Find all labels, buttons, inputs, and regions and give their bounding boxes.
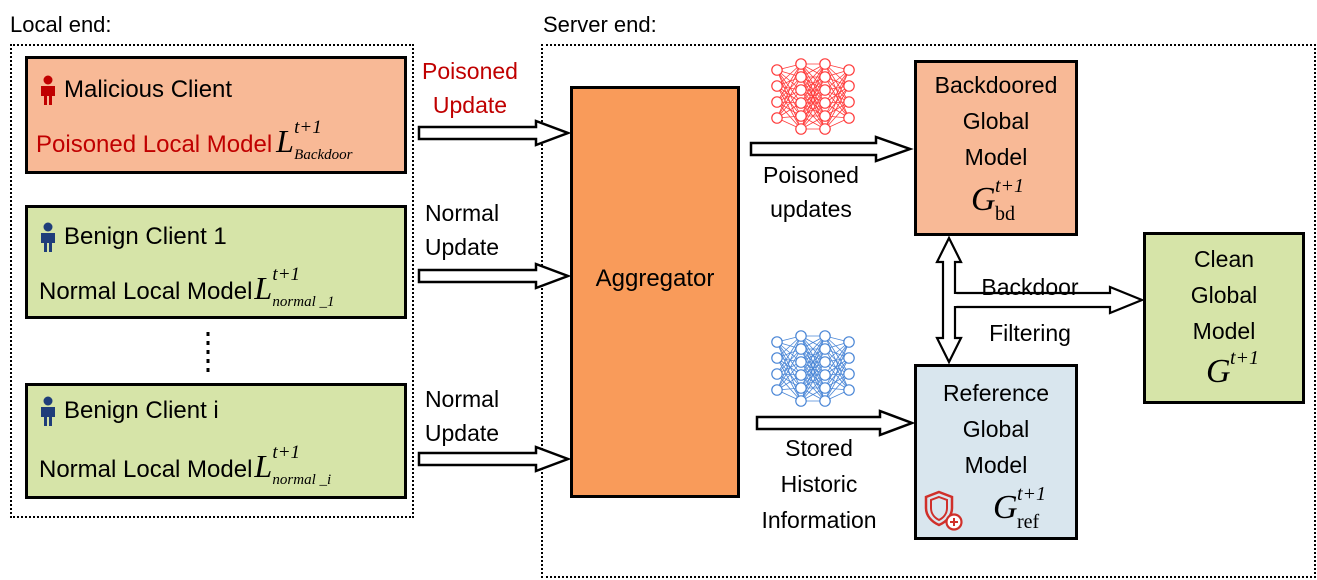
network-node bbox=[795, 123, 807, 135]
network-node bbox=[843, 80, 855, 92]
network-node bbox=[819, 369, 831, 381]
reference-network-icon bbox=[771, 330, 855, 407]
person-icon bbox=[41, 396, 55, 426]
network-node bbox=[843, 96, 855, 108]
benign-client-i-title: Benign Client i bbox=[38, 396, 219, 426]
shield-plus-icon bbox=[924, 490, 963, 531]
server-end-container bbox=[541, 44, 1316, 578]
network-node bbox=[795, 84, 807, 96]
network-node bbox=[819, 71, 831, 83]
person-icon bbox=[41, 222, 55, 252]
network-node bbox=[795, 110, 807, 122]
network-node bbox=[771, 368, 783, 380]
network-node bbox=[819, 97, 831, 109]
network-node bbox=[771, 352, 783, 364]
malicious-client-title: Malicious Client bbox=[38, 75, 232, 105]
poisoned-update-arrow bbox=[417, 119, 572, 147]
local-end-container bbox=[10, 44, 414, 518]
client-name: Malicious Client bbox=[64, 76, 233, 103]
network-node bbox=[819, 58, 831, 70]
local-end-label: Local end: bbox=[10, 12, 112, 37]
network-node bbox=[771, 336, 783, 348]
stored-info-arrow bbox=[755, 409, 916, 437]
network-node bbox=[819, 395, 831, 407]
client-name: Benign Client 1 bbox=[64, 223, 227, 250]
network-node bbox=[795, 382, 807, 394]
network-node bbox=[819, 330, 831, 342]
aggregator-label: Aggregator bbox=[595, 265, 715, 292]
person-icon bbox=[41, 75, 55, 105]
network-node bbox=[795, 343, 807, 355]
network-node bbox=[795, 356, 807, 368]
network-node bbox=[795, 330, 807, 342]
network-node bbox=[843, 336, 855, 348]
network-node bbox=[819, 110, 831, 122]
aggregator-box: Aggregator bbox=[570, 86, 740, 498]
network-node bbox=[819, 382, 831, 394]
network-node bbox=[795, 58, 807, 70]
network-node bbox=[771, 64, 783, 76]
benign-client-1-title: Benign Client 1 bbox=[38, 222, 227, 252]
network-node bbox=[843, 384, 855, 396]
normal-update-arrow-i bbox=[417, 445, 572, 473]
network-node bbox=[819, 123, 831, 135]
poisoned-network-icon bbox=[771, 58, 855, 135]
server-end-label: Server end: bbox=[543, 12, 657, 37]
network-node bbox=[843, 64, 855, 76]
network-node bbox=[819, 356, 831, 368]
network-node bbox=[795, 97, 807, 109]
network-node bbox=[819, 84, 831, 96]
network-node bbox=[819, 343, 831, 355]
network-node bbox=[771, 384, 783, 396]
poisoned-updates-arrow bbox=[749, 135, 914, 163]
network-node bbox=[795, 71, 807, 83]
normal-update-arrow-1 bbox=[417, 262, 572, 290]
network-node bbox=[843, 352, 855, 364]
network-node bbox=[843, 368, 855, 380]
client-name: Benign Client i bbox=[64, 397, 219, 424]
network-node bbox=[795, 395, 807, 407]
backdoor-filtering-arrows bbox=[935, 235, 1145, 365]
network-node bbox=[771, 80, 783, 92]
network-node bbox=[843, 112, 855, 124]
network-node bbox=[795, 369, 807, 381]
ellipsis-dots bbox=[206, 332, 210, 376]
network-node bbox=[771, 96, 783, 108]
network-node bbox=[771, 112, 783, 124]
